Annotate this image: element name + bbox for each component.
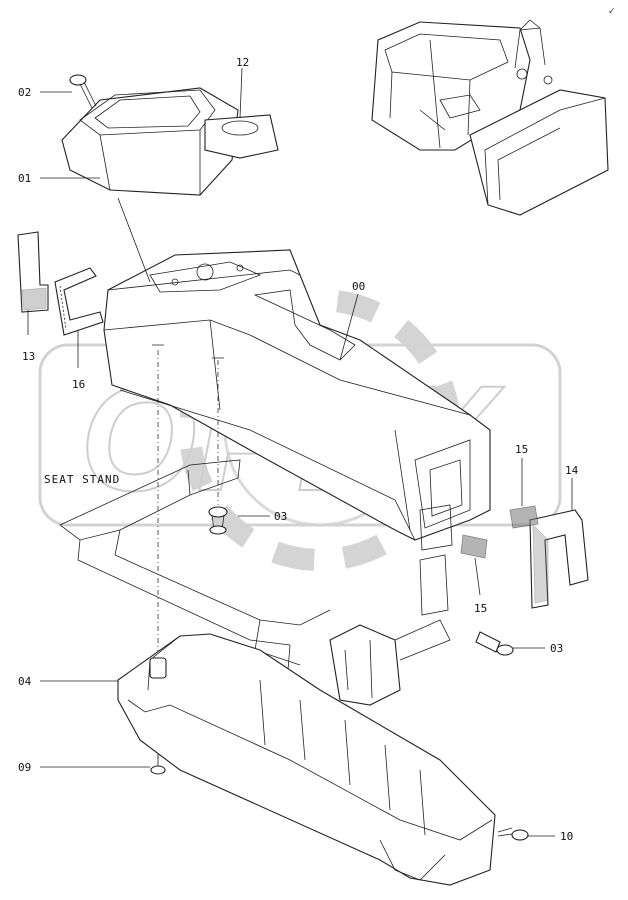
part-02-screw (69, 74, 97, 109)
callout-14: 14 (565, 464, 579, 477)
seat-stand-frame (59, 459, 453, 706)
callout-15-upper: 15 (515, 443, 528, 456)
part-15-pad-upper (509, 505, 539, 529)
callout-16: 16 (72, 378, 85, 391)
part-00-main-console (103, 249, 491, 541)
callout-09: 09 (18, 761, 31, 774)
corner-mark: ✓ (608, 7, 616, 17)
callout-15-lower: 15 (474, 602, 487, 615)
callout-labels: 02 01 12 00 13 16 03 03 04 09 10 15 14 1… (18, 56, 579, 843)
callout-00: 00 (352, 280, 365, 293)
callout-03-lower: 03 (550, 642, 563, 655)
callout-10: 10 (560, 830, 573, 843)
part-04-lower-tray (117, 633, 496, 886)
part-10-screw (497, 827, 529, 841)
part-03-bolt-upper (208, 506, 228, 535)
excavator-thumbnail (371, 19, 609, 216)
callout-13: 13 (22, 350, 35, 363)
part-09-screw (150, 755, 166, 775)
part-03-bolt-lower (475, 631, 514, 656)
callout-01: 01 (18, 172, 31, 185)
callout-03-upper: 03 (274, 510, 287, 523)
callout-04: 04 (18, 675, 32, 688)
part-13-pad (17, 231, 49, 313)
callout-12: 12 (236, 56, 249, 69)
seat-stand-label: SEAT STAND (44, 473, 120, 486)
part-16-seal (54, 267, 104, 336)
callout-02: 02 (18, 86, 31, 99)
part-15-pad-lower (460, 534, 488, 559)
part-14-u-bracket (529, 509, 589, 609)
part-01-upper-cover (61, 87, 279, 196)
leader-lines (27, 67, 573, 837)
